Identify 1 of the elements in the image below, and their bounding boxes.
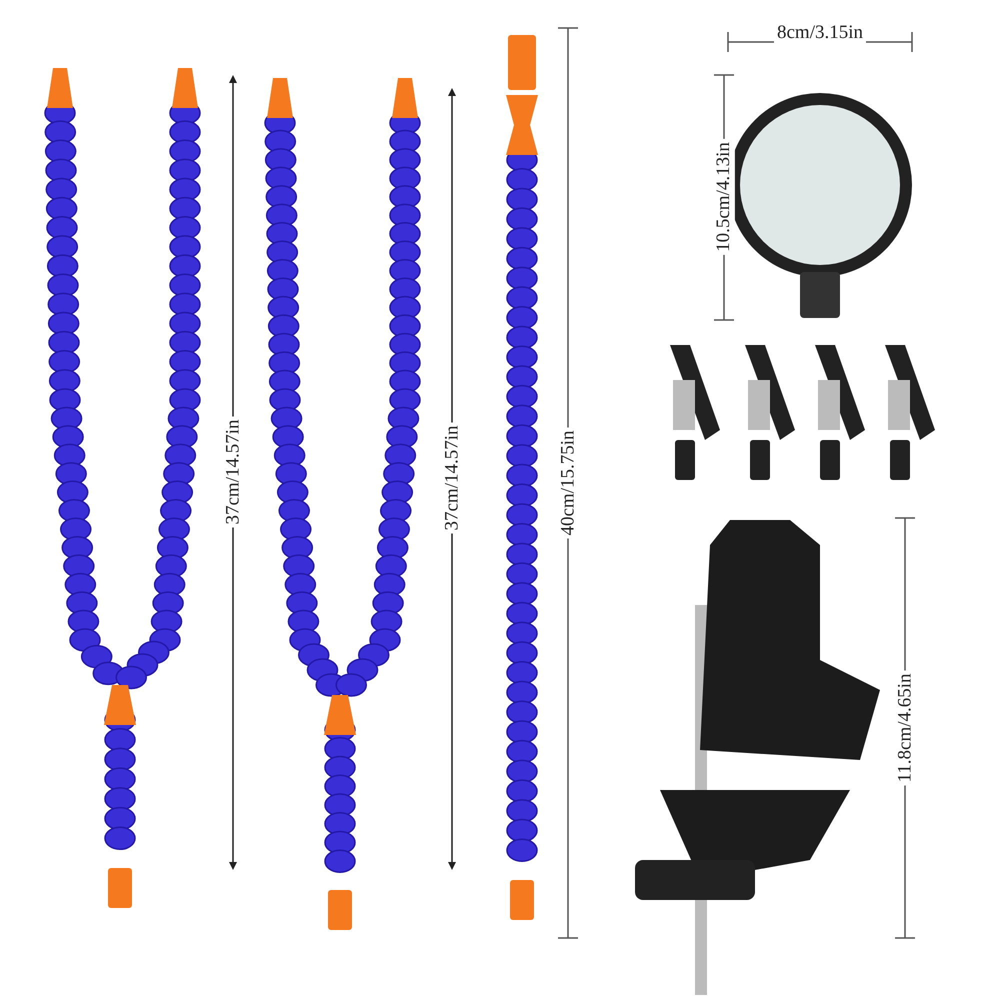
dimension-label: 8cm/3.15in <box>774 22 866 44</box>
